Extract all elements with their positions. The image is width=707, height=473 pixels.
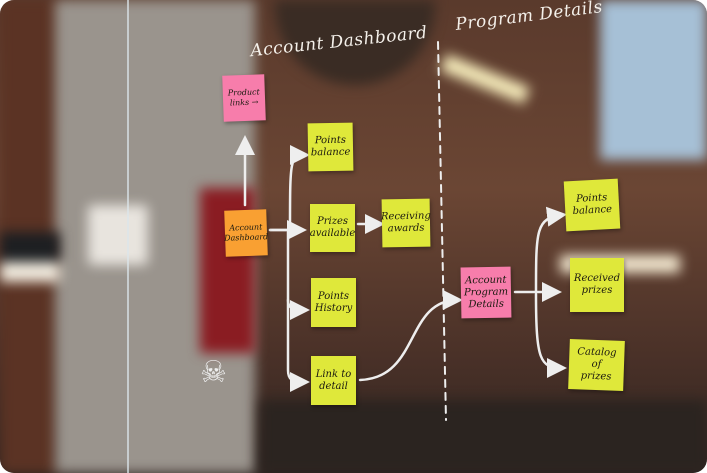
desk-area: [260, 400, 707, 473]
note-account-program-details: Account Program Details: [460, 266, 512, 319]
note-prizes-available: Prizes available: [310, 204, 355, 252]
wall-lamp: [88, 205, 148, 265]
note-points-history: Points History: [311, 278, 356, 327]
window-right: [600, 0, 707, 160]
note-points-balance: Points balance: [307, 122, 354, 172]
note-received-prizes: Received prizes: [570, 258, 624, 312]
skull-crossbones-icon: ☠: [200, 355, 227, 390]
note-catalog-of-prizes: Catalog of prizes: [568, 339, 625, 391]
note-link-to-detail: Link to detail: [311, 356, 356, 405]
note-product-links: Product links →: [222, 74, 266, 122]
note-receiving-awards: Receiving awards: [381, 198, 431, 248]
pendant-lamp-left: [0, 232, 60, 282]
note-points-balance-2: Points balance: [563, 178, 621, 232]
note-account-dashboard: Account Dashboard: [224, 209, 268, 257]
glass-seam: [127, 0, 129, 473]
